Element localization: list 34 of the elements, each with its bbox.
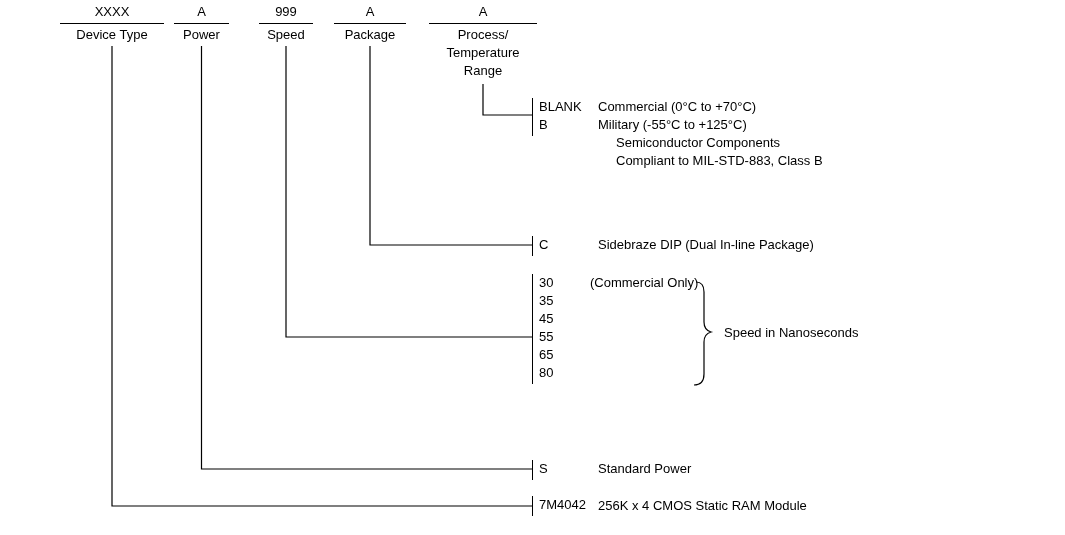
option-code: BLANK xyxy=(539,98,583,116)
option-code: S xyxy=(539,460,549,478)
leader-line xyxy=(369,45,533,246)
option-code: B xyxy=(539,116,549,134)
option-code: 80 xyxy=(539,364,555,382)
field-name: Package xyxy=(343,26,397,44)
option-code: 7M4042 xyxy=(539,496,587,514)
leader-line xyxy=(111,45,533,507)
option-code: 45 xyxy=(539,310,555,328)
option-code: 65 xyxy=(539,346,555,364)
option-description: Speed in Nanoseconds xyxy=(724,324,859,342)
field-code: 999 xyxy=(259,2,313,24)
leader-line xyxy=(285,45,533,338)
option-description: Commercial (0°C to +70°C) xyxy=(598,98,757,116)
leader-line xyxy=(482,83,533,116)
option-code: 35 xyxy=(539,292,555,310)
option-code: 30 xyxy=(539,274,555,292)
field-code: XXXX xyxy=(60,2,164,24)
field-code: A xyxy=(429,2,537,24)
option-description: Standard Power xyxy=(598,460,692,478)
option-description: 256K x 4 CMOS Static RAM Module xyxy=(598,497,807,515)
option-code: C xyxy=(539,236,550,254)
field-name: Speed xyxy=(266,26,306,44)
field-name: Device Type xyxy=(75,26,149,44)
option-description: (Commercial Only) xyxy=(590,274,699,292)
leader-line xyxy=(200,45,533,470)
option-description: Sidebraze DIP (Dual In-line Package) xyxy=(598,236,814,254)
field-name: Power xyxy=(182,26,221,44)
option-description: Semiconductor Components Compliant to MIL-STD-883, Class B xyxy=(616,134,824,170)
field-name: Process/ Temperature Range xyxy=(445,26,521,80)
option-code: 55 xyxy=(539,328,555,346)
field-code: A xyxy=(174,2,229,24)
field-code: A xyxy=(334,2,406,24)
option-description: Military (-55°C to +125°C) xyxy=(598,116,747,134)
